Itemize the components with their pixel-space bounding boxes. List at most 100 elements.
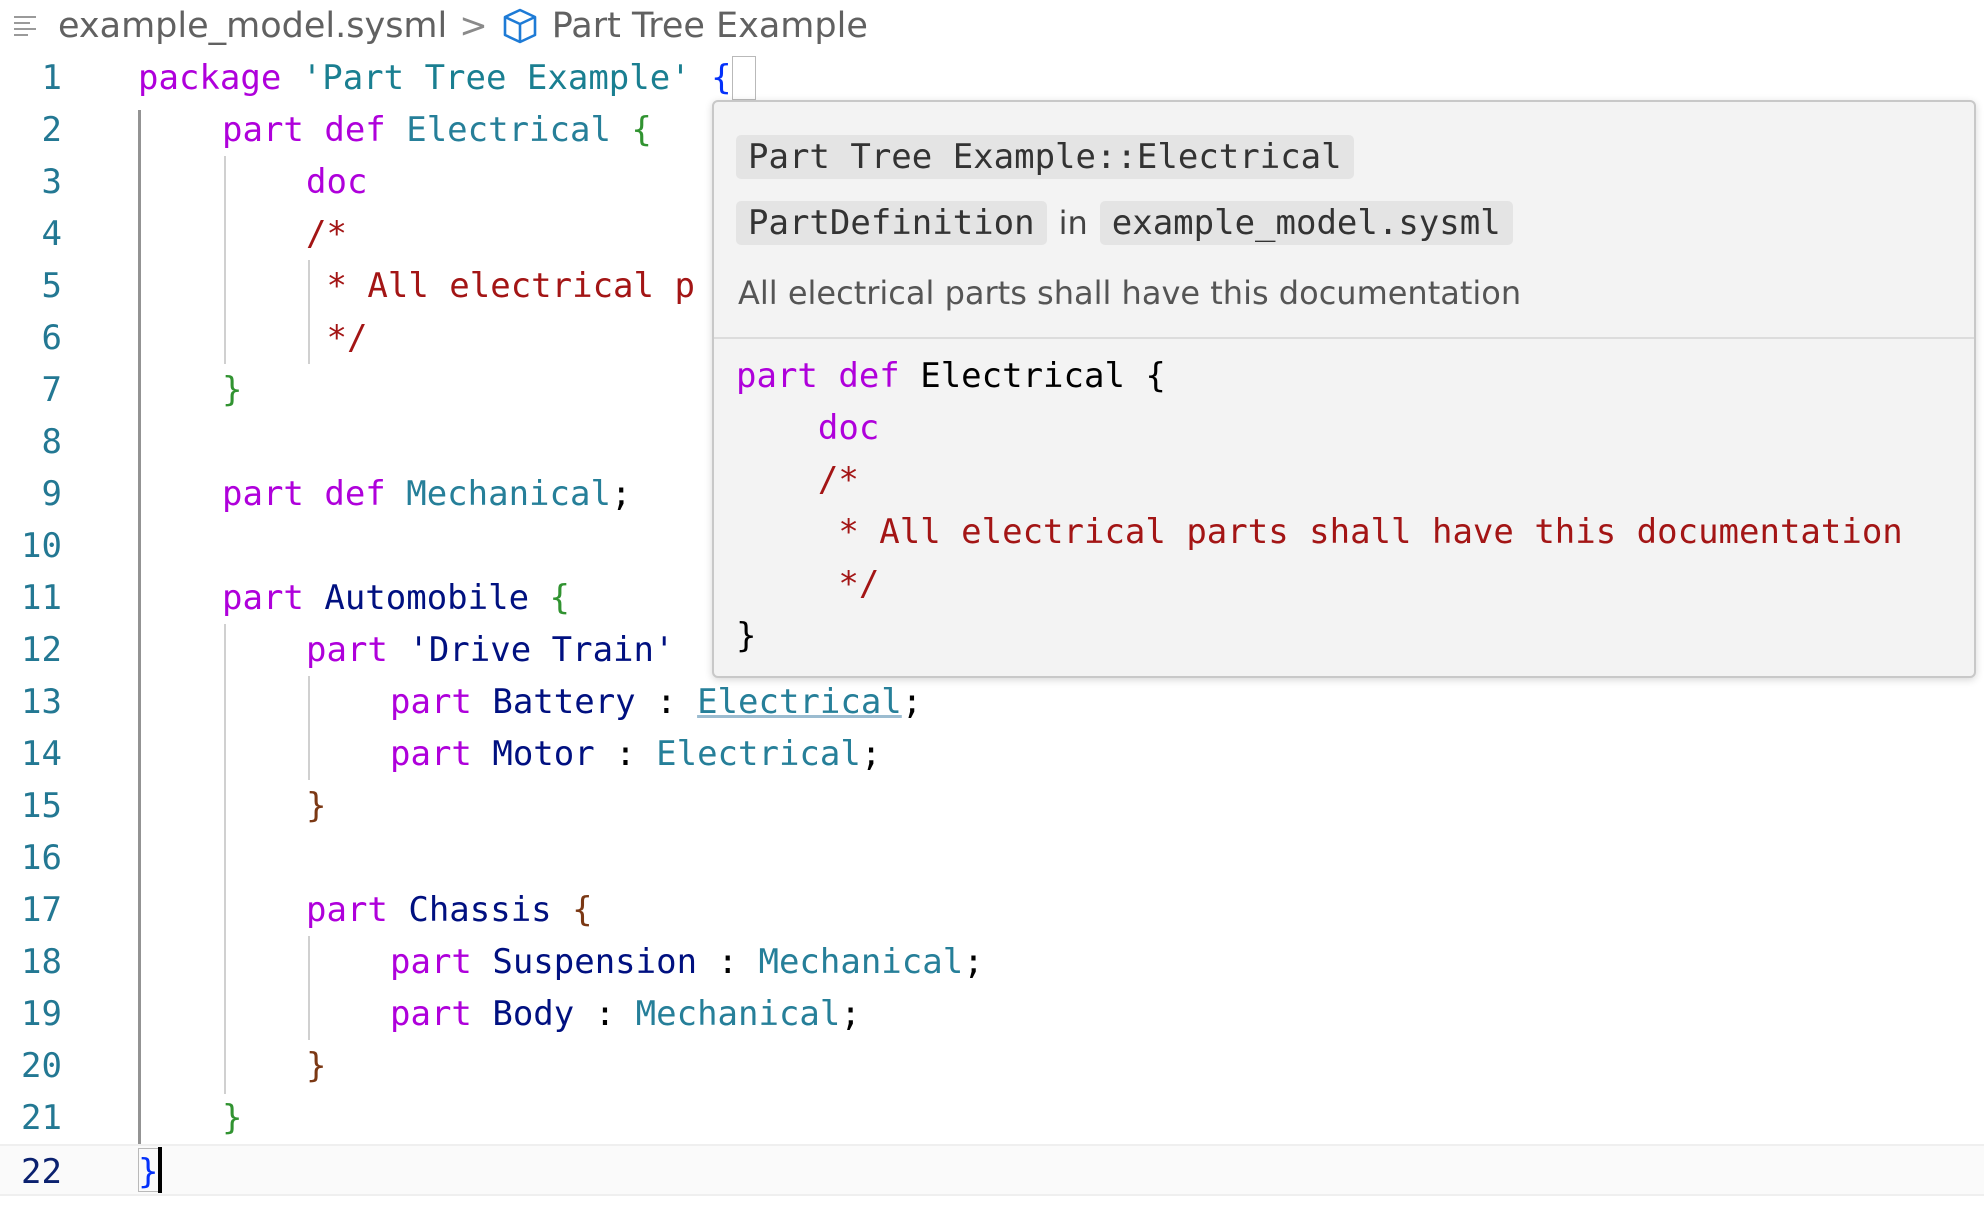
code-token: part def xyxy=(222,474,407,514)
code-line[interactable]: 12 part 'Drive Train' xyxy=(0,624,1984,676)
line-number: 7 xyxy=(41,370,62,410)
code-token: { xyxy=(631,110,652,150)
code-line[interactable]: 22} xyxy=(0,1144,1984,1196)
bracket-match-highlight xyxy=(732,56,756,100)
code-token: part xyxy=(390,682,493,722)
code-token: } xyxy=(138,1152,159,1192)
lines-icon xyxy=(14,16,36,36)
code-token: : xyxy=(594,994,636,1034)
indent-guide xyxy=(308,936,310,1040)
line-number: 1 xyxy=(41,58,62,98)
indent-guide xyxy=(224,156,226,364)
code-text: part Body : Mechanical; xyxy=(390,988,861,1040)
indent-guide xyxy=(308,676,310,780)
hover-code-line: */ xyxy=(736,558,879,610)
hover-file[interactable]: example_model.sysml xyxy=(1099,201,1513,245)
indent-guide xyxy=(138,110,141,1146)
code-line[interactable]: 10 xyxy=(0,520,1984,572)
code-text: part Battery : Electrical; xyxy=(390,676,922,728)
code-text: part def Mechanical; xyxy=(222,468,631,520)
code-line[interactable]: 13 part Battery : Electrical; xyxy=(0,676,1984,728)
line-number: 14 xyxy=(21,734,62,774)
line-number: 13 xyxy=(21,682,62,722)
hover-in-label: in xyxy=(1058,204,1088,242)
code-token: ; xyxy=(901,682,923,722)
code-line[interactable]: 6 */ xyxy=(0,312,1984,364)
breadcrumb-symbol[interactable]: Part Tree Example xyxy=(551,6,868,46)
code-token: Motor xyxy=(492,734,616,774)
line-number: 15 xyxy=(21,786,62,826)
cube-icon xyxy=(503,8,537,44)
hover-qualified-name: Part Tree Example::Electrical xyxy=(736,135,1354,179)
line-number: 3 xyxy=(41,162,62,202)
breadcrumb-file[interactable]: example_model.sysml xyxy=(58,6,448,46)
code-token: Mechanical xyxy=(758,942,964,982)
hover-divider xyxy=(714,337,1974,339)
code-line[interactable]: 8 xyxy=(0,416,1984,468)
code-token: : xyxy=(717,942,759,982)
code-token: } xyxy=(306,786,327,826)
code-token: part def xyxy=(222,110,407,150)
line-number: 16 xyxy=(21,838,62,878)
code-token: 'Part Tree Example' xyxy=(301,58,712,98)
code-text: } xyxy=(306,780,326,832)
code-line[interactable]: 18 part Suspension : Mechanical; xyxy=(0,936,1984,988)
hover-code-line: doc xyxy=(736,402,879,454)
code-text: } xyxy=(138,1146,158,1198)
hover-kind: PartDefinition xyxy=(736,201,1047,245)
code-text: part Suspension : Mechanical; xyxy=(390,936,984,988)
code-line[interactable]: 20} xyxy=(0,1040,1984,1092)
code-token: Chassis xyxy=(408,890,573,930)
code-text: part Chassis { xyxy=(306,884,593,936)
code-token: Suspension xyxy=(492,942,718,982)
code-token: */ xyxy=(306,318,368,358)
hover-code-line: part def Electrical { xyxy=(736,350,1166,402)
hover-popup[interactable]: Part Tree Example::Electrical PartDefini… xyxy=(712,100,1976,678)
code-token: { xyxy=(711,58,732,98)
code-token: } xyxy=(306,1046,327,1086)
breadcrumb-separator: > xyxy=(459,6,488,46)
line-number: 6 xyxy=(41,318,62,358)
code-text: /* xyxy=(306,208,347,260)
code-text: */ xyxy=(306,312,367,364)
code-token: Automobile xyxy=(324,578,550,618)
code-token: Body xyxy=(492,994,595,1034)
code-line[interactable]: 4/* xyxy=(0,208,1984,260)
code-line[interactable]: 5 * All electrical p xyxy=(0,260,1984,312)
code-line[interactable]: 21} xyxy=(0,1092,1984,1144)
code-token: : xyxy=(656,682,698,722)
hover-code-line: } xyxy=(736,610,756,662)
code-line[interactable]: 7} xyxy=(0,364,1984,416)
code-token: : xyxy=(615,734,657,774)
line-number: 20 xyxy=(21,1046,62,1086)
line-number: 18 xyxy=(21,942,62,982)
code-token: package xyxy=(138,58,302,98)
code-line[interactable]: 15} xyxy=(0,780,1984,832)
code-text: } xyxy=(222,364,242,416)
line-number: 12 xyxy=(21,630,62,670)
line-number: 21 xyxy=(21,1098,62,1138)
code-token: 'Drive Train' xyxy=(408,630,675,670)
code-token: ; xyxy=(860,734,882,774)
line-number: 5 xyxy=(41,266,62,306)
text-cursor xyxy=(158,1147,162,1193)
code-token: Mechanical xyxy=(406,474,611,514)
code-token: Mechanical xyxy=(635,994,841,1034)
hover-documentation: All electrical parts shall have this doc… xyxy=(738,274,1522,312)
code-token: } xyxy=(222,1098,243,1138)
code-token: part xyxy=(390,942,493,982)
code-line[interactable]: 1 package 'Part Tree Example' { xyxy=(0,52,1984,104)
code-token: } xyxy=(222,370,243,410)
code-token: part xyxy=(306,630,409,670)
code-line[interactable]: 16 xyxy=(0,832,1984,884)
code-token: part xyxy=(222,578,325,618)
hover-code-token: Electrical { xyxy=(920,356,1166,396)
